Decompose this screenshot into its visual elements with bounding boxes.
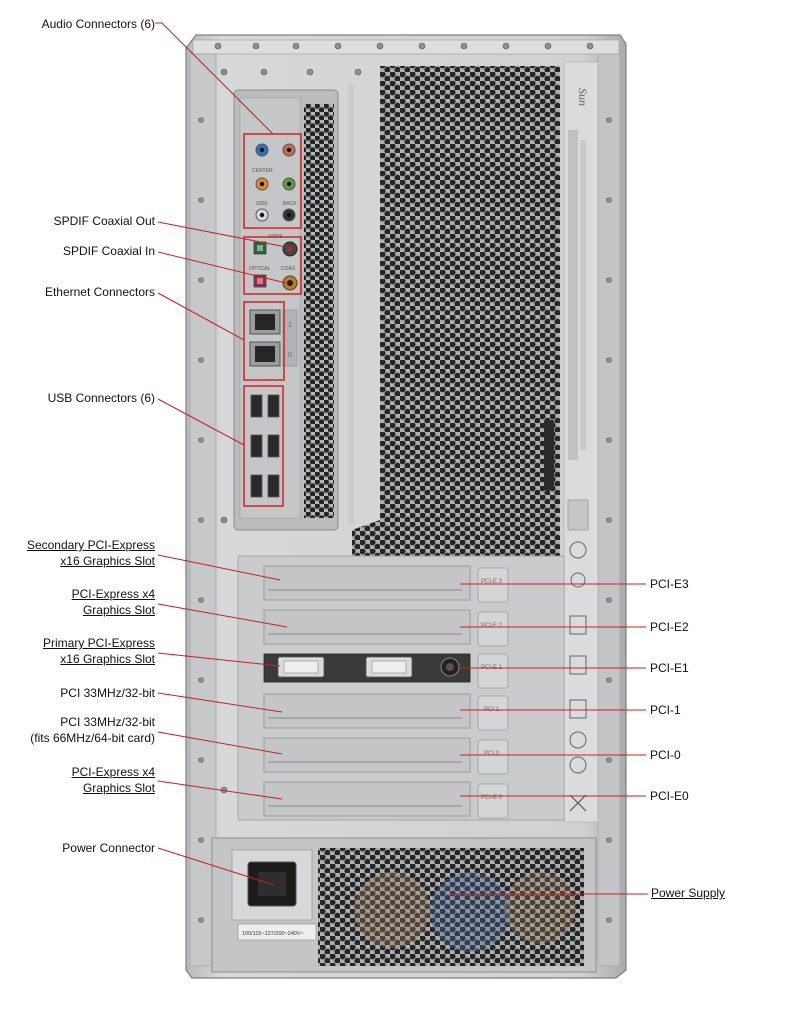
audio-center-label: CENTER	[252, 168, 273, 174]
label-spdif-coaxial-out: SPDIF Coaxial Out	[54, 213, 155, 229]
label-pci-33-32-a: PCI 33MHz/32-bit	[60, 685, 155, 701]
slot-tag-pci0: PCI 0	[484, 751, 500, 757]
net0-label: 0	[288, 352, 292, 359]
label-pci-e1: PCI-E1	[650, 661, 689, 675]
callout-ethernet	[157, 292, 245, 341]
ethernet-ports	[249, 309, 298, 367]
spdif-ports	[253, 241, 298, 291]
label-audio-connectors-text: Audio Connectors (6)	[41, 17, 155, 31]
label-pcie-x4-bottom-line2: Graphics Slot	[82, 781, 155, 795]
audio-jacks	[255, 143, 296, 222]
highlight-boxes	[243, 133, 302, 507]
label-pci-b-line2: (fits 66MHz/64-bit card)	[30, 731, 155, 745]
label-usb-connectors: USB Connectors (6)	[48, 390, 155, 406]
label-ethernet-connectors: Ethernet Connectors	[45, 284, 155, 300]
label-primary-pcie-x16: Primary PCI-Express x16 Graphics Slot	[43, 635, 155, 667]
label-pcie-x4-bottom-line1: PCI-Express x4	[71, 765, 155, 779]
label-pci-33-32-b: PCI 33MHz/32-bit (fits 66MHz/64-bit card…	[30, 714, 155, 746]
label-pci-0: PCI-0	[650, 748, 681, 762]
label-power-connector-text: Power Connector	[62, 841, 155, 855]
label-usb-connectors-text: USB Connectors (6)	[47, 391, 155, 405]
label-pcie-x4-top-line2: Graphics Slot	[82, 603, 155, 617]
io-panel	[233, 89, 339, 531]
callout-spdif-out	[157, 221, 287, 248]
label-primary-pcie-line2: x16 Graphics Slot	[60, 652, 155, 666]
callout-secondary-pcie	[157, 554, 281, 581]
label-power-connector: Power Connector	[62, 840, 155, 856]
label-spdif-coaxial-in: SPDIF Coaxial In	[63, 243, 155, 259]
label-pci-e2: PCI-E2	[650, 620, 689, 634]
label-pcie-x4-top: PCI-Express x4 Graphics Slot	[72, 586, 155, 618]
pci-slot-area	[237, 555, 565, 821]
callout-primary-pcie	[157, 652, 281, 667]
label-ethernet-connectors-text: Ethernet Connectors	[44, 285, 155, 299]
net1-label: 1	[288, 322, 292, 329]
label-secondary-pcie-line1: Secondary PCI-Express	[26, 538, 155, 552]
label-pci-e3: PCI-E3	[650, 577, 689, 591]
regulatory-label-strip	[544, 61, 599, 823]
audio-back-label: BACK	[283, 201, 297, 207]
coax-label: COAX	[281, 266, 296, 272]
label-power-supply: Power Supply	[651, 886, 726, 900]
usb-ports	[250, 394, 280, 498]
label-pci-1: PCI-1	[650, 703, 681, 717]
label-spdif-coaxial-out-text: SPDIF Coaxial Out	[53, 214, 155, 228]
label-pci-e0: PCI-E0	[650, 789, 689, 803]
label-primary-pcie-line1: Primary PCI-Express	[42, 636, 155, 650]
slot-tag-pcie3: PCI-E 3	[481, 579, 503, 585]
label-secondary-pcie-line2: x16 Graphics Slot	[60, 554, 155, 568]
callout-spdif-in	[157, 251, 287, 284]
callout-pcie-x4-bottom	[157, 780, 283, 800]
callout-pci-a	[157, 692, 283, 713]
callout-audio	[155, 22, 274, 135]
label-audio-connectors: Audio Connectors (6)	[42, 16, 155, 32]
power-supply-unit	[211, 837, 597, 973]
audio-side-label: SIDE	[256, 201, 268, 207]
callout-pcie-x4-top	[157, 603, 288, 628]
optical-label: OPTICAL	[249, 266, 271, 272]
label-pcie-x4-bottom: PCI-Express x4 Graphics Slot	[72, 764, 155, 796]
slot-tag-pcie2: PCI-E 2	[481, 623, 503, 629]
label-pci-a-text: PCI 33MHz/32-bit	[60, 686, 155, 700]
callout-power-connector	[157, 847, 275, 886]
callout-lines	[155, 22, 648, 895]
label-secondary-pcie-x16: Secondary PCI-Express x16 Graphics Slot	[27, 537, 155, 569]
callout-pci-b	[157, 731, 283, 755]
callout-usb	[157, 398, 245, 446]
label-pcie-x4-top-line1: PCI-Express x4	[71, 587, 155, 601]
main-vent	[352, 66, 560, 556]
chassis-screws	[198, 42, 612, 923]
label-pci-b-line1: PCI 33MHz/32-bit	[60, 715, 155, 729]
slot-tag-pcie0: PCI-E 0	[481, 795, 503, 801]
label-spdif-coaxial-in-text: SPDIF Coaxial In	[62, 244, 155, 258]
brand-logo: Sun	[576, 88, 590, 106]
psu-voltage-sticker: 100/115~127/200~240V~	[242, 931, 304, 937]
